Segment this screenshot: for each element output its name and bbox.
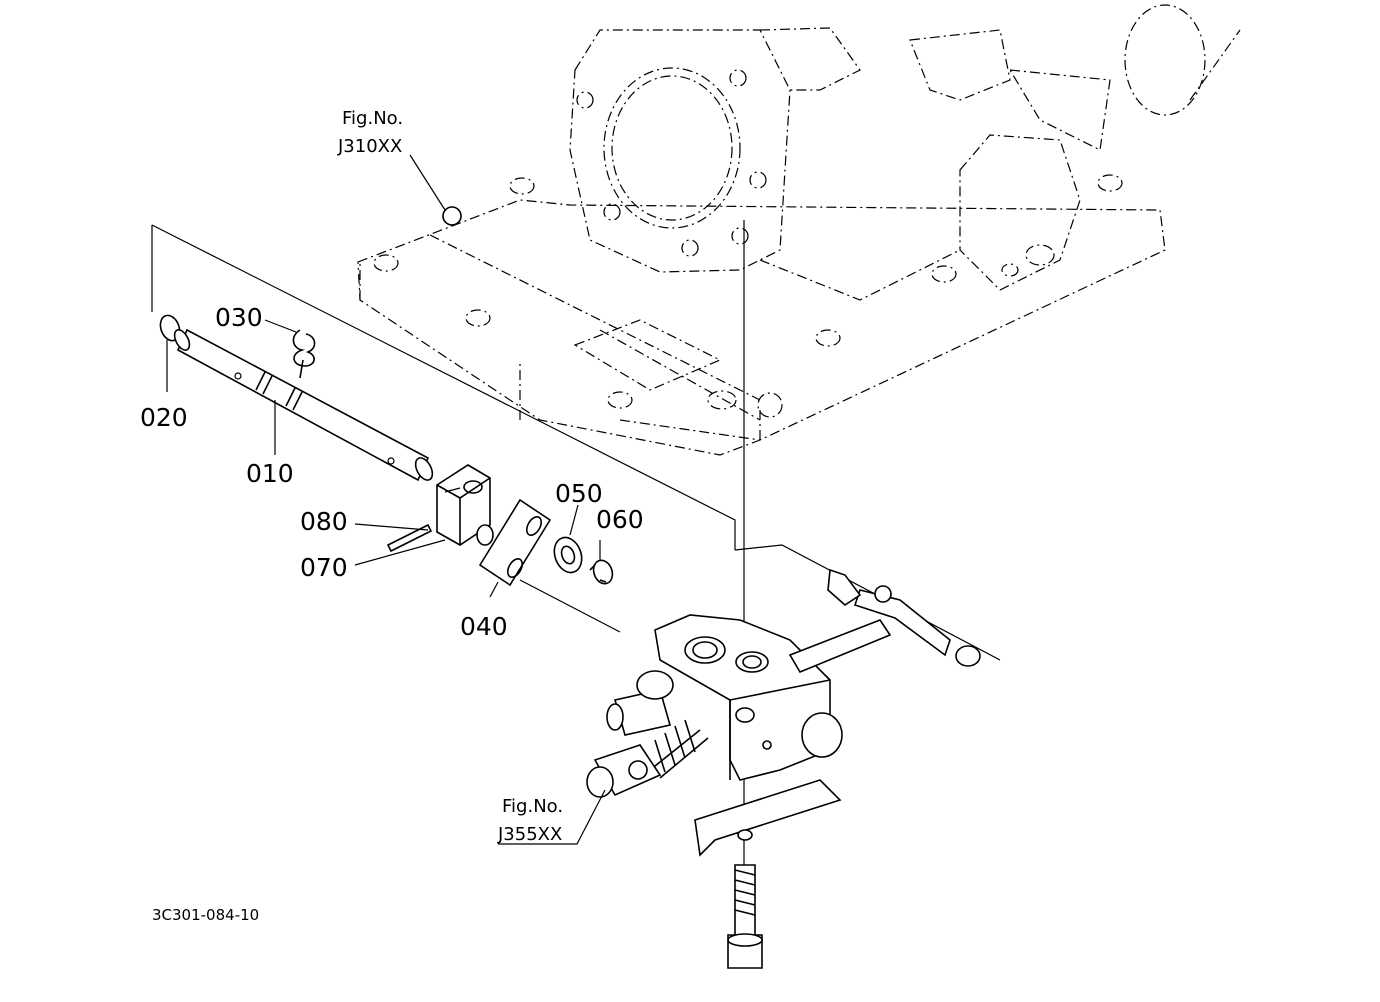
assembly-frame bbox=[151, 224, 1001, 661]
callout-080: 080 bbox=[300, 507, 348, 536]
drawing-code: 3C301-084-10 bbox=[152, 906, 259, 924]
plate-040 bbox=[478, 498, 552, 598]
washer-050 bbox=[553, 504, 583, 574]
callout-070: 070 bbox=[300, 553, 348, 582]
leader-j310 bbox=[409, 154, 446, 211]
callout-020: 020 bbox=[140, 403, 188, 432]
o-ring-020 bbox=[159, 314, 181, 392]
callout-010: 010 bbox=[246, 459, 294, 488]
callout-060: 060 bbox=[596, 505, 644, 534]
snap-pin-030 bbox=[264, 319, 316, 379]
shaft-010 bbox=[173, 328, 434, 482]
snap-ring-060 bbox=[589, 540, 614, 585]
arm-block-070 bbox=[354, 464, 494, 566]
fig-ref-upper-line1: Fig.No. bbox=[342, 108, 403, 129]
fig-ref-lower-line2: J355XX bbox=[497, 824, 562, 845]
callout-030: 030 bbox=[215, 303, 263, 332]
control-valve bbox=[586, 568, 981, 969]
callout-050: 050 bbox=[555, 479, 603, 508]
transmission-housing bbox=[357, 4, 1241, 456]
fig-ref-upper-line2: J310XX bbox=[337, 136, 402, 157]
callout-040: 040 bbox=[460, 612, 508, 641]
leader-j310-end bbox=[442, 206, 462, 226]
leader-j355 bbox=[498, 789, 606, 845]
spring-pin-080 bbox=[354, 487, 461, 553]
fig-ref-lower-line1: Fig.No. bbox=[502, 796, 563, 817]
